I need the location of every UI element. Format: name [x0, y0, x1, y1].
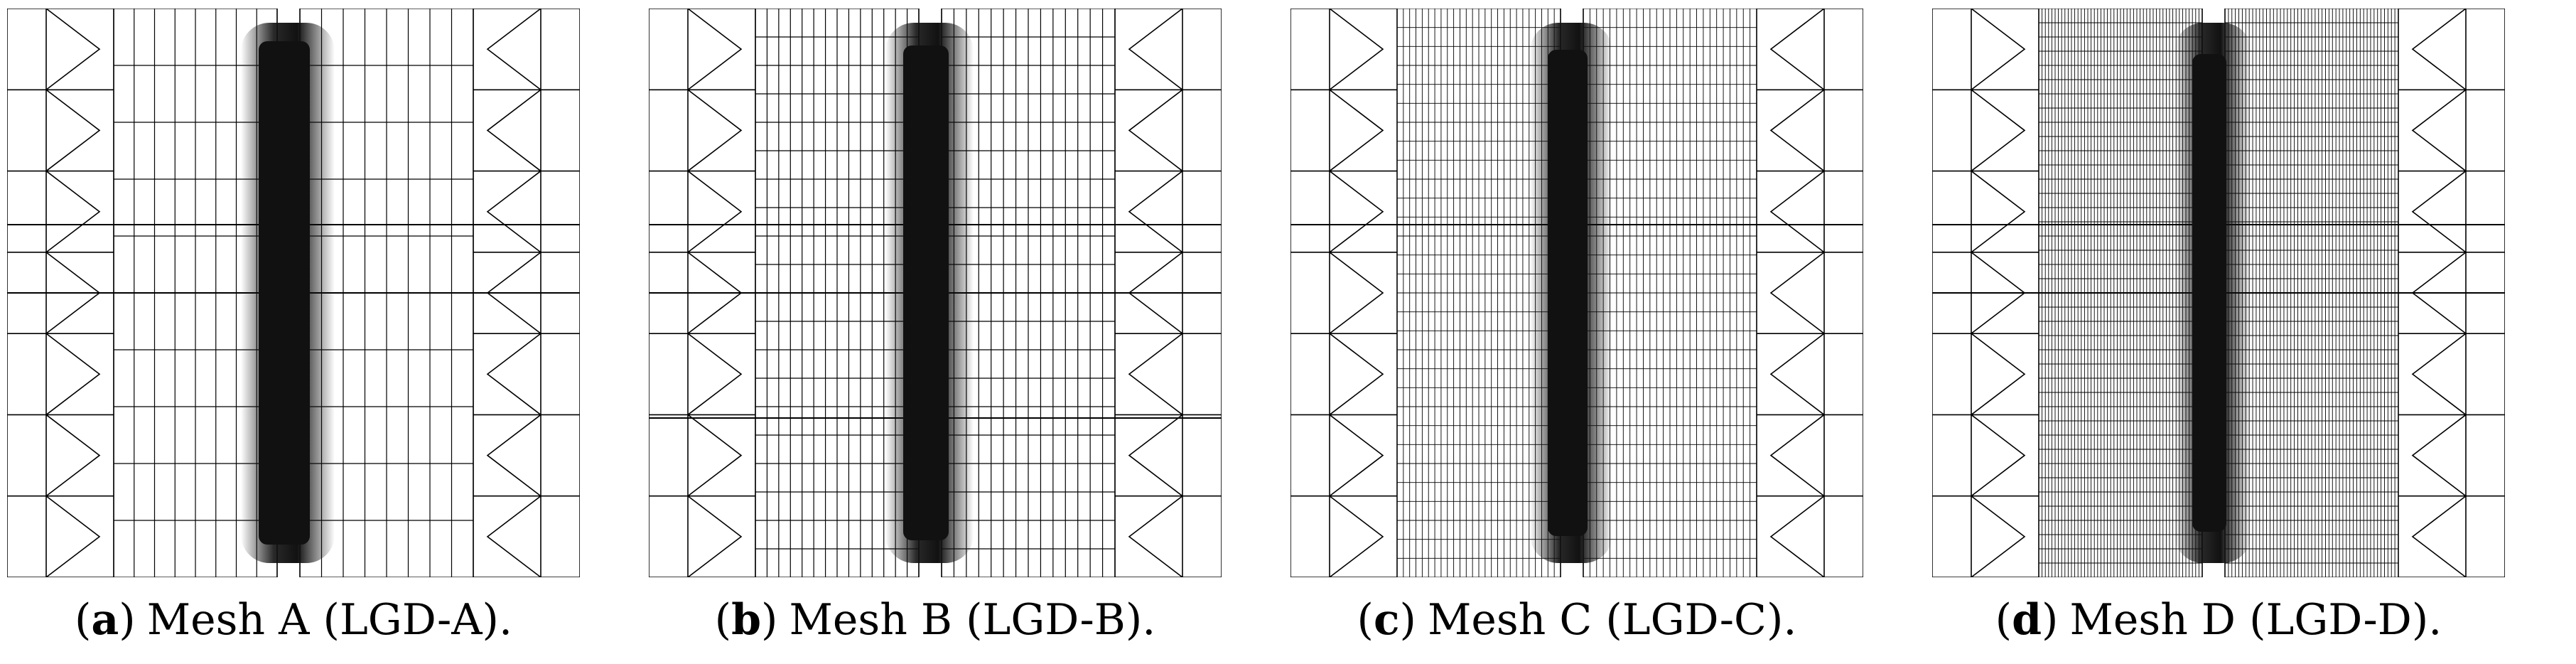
damage-band [903, 45, 949, 540]
damage-band [259, 41, 310, 545]
caption-text-b: Mesh B (LGD-B). [789, 595, 1156, 645]
caption-d: (d)Mesh D (LGD-D). [1995, 595, 2442, 645]
mesh-d-diagram [1932, 9, 2505, 577]
caption-text-c: Mesh C (LGD-C). [1427, 595, 1797, 645]
damage-band [1548, 50, 1588, 536]
mesh-c-diagram [1290, 9, 1863, 577]
caption-letter-c: c [1373, 595, 1400, 645]
caption-text-a: Mesh A (LGD-A). [146, 595, 513, 645]
coarse-mesh-lines [1290, 9, 1863, 577]
caption-letter-a: a [91, 595, 119, 645]
caption-b: (b)Mesh B (LGD-B). [714, 595, 1156, 645]
panel-b: (b)Mesh B (LGD-B). [649, 9, 1222, 655]
panel-d: (d)Mesh D (LGD-D). [1932, 9, 2505, 655]
panel-c: (c)Mesh C (LGD-C). [1290, 9, 1863, 655]
caption-c: (c)Mesh C (LGD-C). [1357, 595, 1797, 645]
caption-letter-b: b [731, 595, 762, 645]
damage-band [2192, 54, 2226, 532]
caption-text-d: Mesh D (LGD-D). [2069, 595, 2442, 645]
caption-a: (a)Mesh A (LGD-A). [74, 595, 513, 645]
caption-letter-d: d [2012, 595, 2042, 645]
panel-a: (a)Mesh A (LGD-A). [7, 9, 580, 655]
fine-mesh-lines [1396, 9, 1757, 577]
mesh-b-diagram [649, 9, 1222, 577]
mesh-a-diagram [7, 9, 580, 577]
